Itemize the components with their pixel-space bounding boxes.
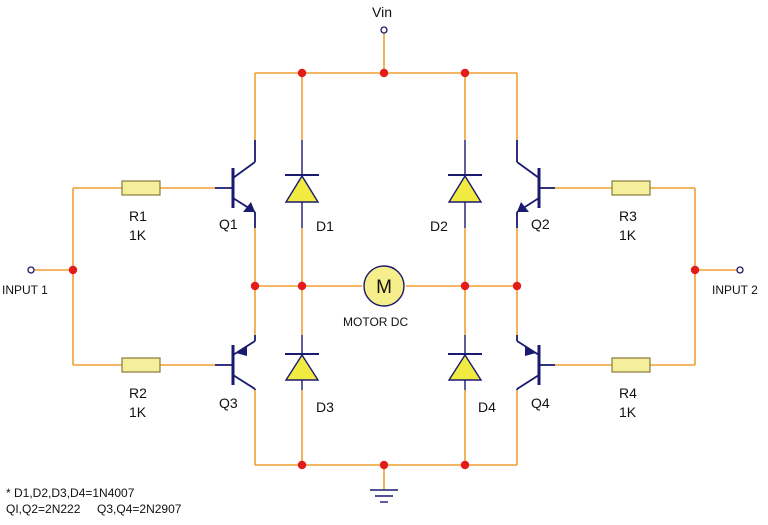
input2-label: INPUT 2 xyxy=(712,283,758,297)
q4-label: Q4 xyxy=(531,395,550,411)
resistor-r4 xyxy=(611,357,651,373)
junctions xyxy=(68,68,700,470)
r2-name: R2 xyxy=(129,385,147,401)
input2-terminal xyxy=(736,266,744,274)
r3-name: R3 xyxy=(619,208,637,224)
input1-terminal xyxy=(27,266,35,274)
d2-label: D2 xyxy=(430,218,448,234)
resistor-r2 xyxy=(121,357,161,373)
motor-label: MOTOR DC xyxy=(343,315,408,329)
parts-note-line2: QI,Q2=2N222 Q3,Q4=2N2907 xyxy=(6,502,182,516)
r4-name: R4 xyxy=(619,385,637,401)
terminals xyxy=(27,26,744,274)
diode-d2 xyxy=(447,140,483,228)
resistor-r1 xyxy=(121,180,161,196)
transistor-q3 xyxy=(215,335,256,390)
input1-label: INPUT 1 xyxy=(2,283,48,297)
q2-label: Q2 xyxy=(531,216,550,232)
transistors xyxy=(215,140,555,390)
r1-value: 1K xyxy=(129,227,147,243)
r2-value: 1K xyxy=(129,404,147,420)
r3-value: 1K xyxy=(619,227,637,243)
transistor-q2 xyxy=(516,140,555,228)
d4-label: D4 xyxy=(478,399,496,415)
motor-letter: M xyxy=(376,277,392,298)
diode-d4 xyxy=(447,335,483,390)
wires xyxy=(34,33,737,490)
resistors xyxy=(121,180,651,373)
d1-label: D1 xyxy=(316,218,334,234)
resistor-r3 xyxy=(611,180,651,196)
parts-note-line1: * D1,D2,D3,D4=1N4007 xyxy=(6,486,135,500)
transistor-q1 xyxy=(215,140,256,228)
vin-label: Vin xyxy=(372,4,392,20)
r4-value: 1K xyxy=(619,404,637,420)
q3-label: Q3 xyxy=(219,395,238,411)
motor: M xyxy=(363,265,405,307)
diode-d1 xyxy=(284,140,320,228)
vin-terminal xyxy=(380,26,388,34)
q1-label: Q1 xyxy=(219,216,238,232)
diode-d3 xyxy=(284,335,320,390)
d3-label: D3 xyxy=(316,399,334,415)
ground-symbol xyxy=(370,489,398,503)
r1-name: R1 xyxy=(129,208,147,224)
motor-symbol xyxy=(363,265,405,307)
transistor-q4 xyxy=(516,335,555,390)
diodes xyxy=(284,140,483,390)
